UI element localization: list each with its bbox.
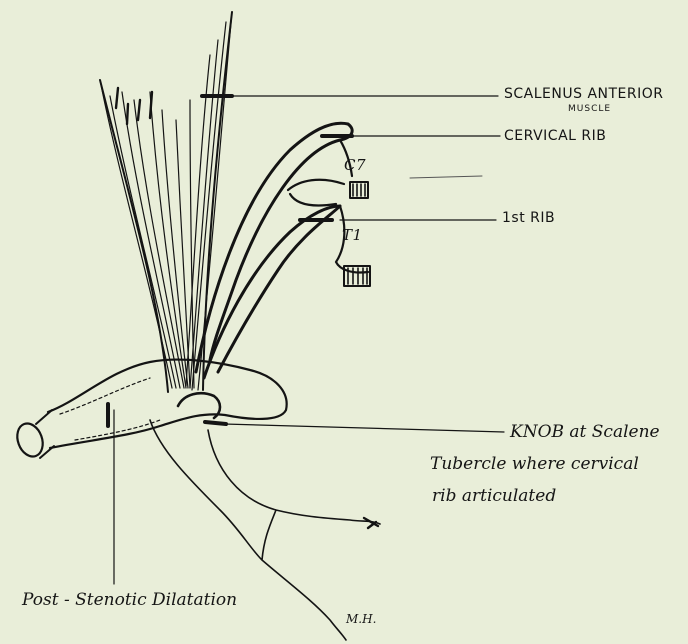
label-knob-line3: rib articulated [432,486,556,506]
muscle-outline [100,12,232,392]
label-muscle: MUSCLE [568,104,611,114]
label-vertebra-c7: C7 [344,156,366,174]
vessel-end [13,420,47,460]
label-first-rib: 1st RIB [502,210,555,226]
label-cervical-rib: CERVICAL RIB [504,128,606,144]
label-knob-line2: Tubercle where cervical [430,454,639,474]
first-rib [204,206,340,378]
label-scalenus-anterior: SCALENUS ANTERIOR [504,86,664,102]
pointer-knob [224,424,504,432]
label-post-stenotic-dilatation: Post - Stenotic Dilatation [22,590,237,610]
artist-signature: M.H. [346,612,376,626]
label-knob: KNOB at Scalene [510,422,660,442]
label-vertebra-t1: T1 [342,226,363,244]
subclavian-dilatation [48,360,287,448]
